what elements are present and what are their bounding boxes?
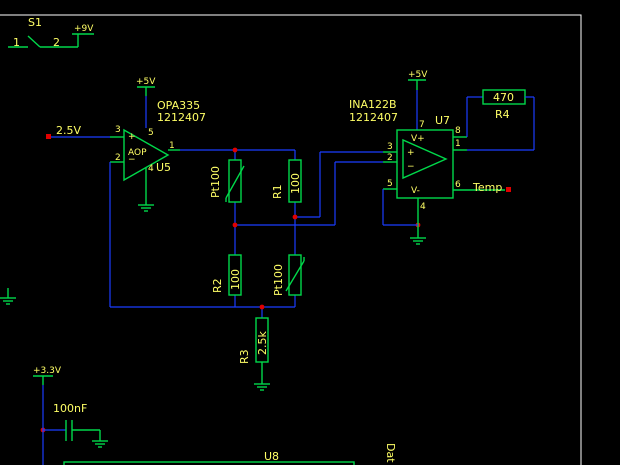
u7-pin-4: 4	[420, 202, 426, 212]
r3-value: 2.5k	[256, 331, 269, 355]
u5-pin-4: 4	[148, 164, 154, 174]
u5-pin-3: 3	[115, 125, 121, 135]
temp-port-marker	[506, 187, 511, 192]
in-amp-u7[interactable]: +5V + − V+ V- INA122B 1212407 U7 7 8 1 3…	[349, 70, 505, 245]
resistor-r1[interactable]: R1 100	[271, 159, 302, 203]
switch-supply-label: +9V	[74, 24, 94, 34]
u7-minus-sign: −	[407, 162, 415, 172]
resistor-r3[interactable]: R3 2.5k	[238, 317, 270, 391]
u7-supply-label: +5V	[408, 70, 428, 80]
temp-output-label: Temp	[472, 181, 502, 194]
u7-pin-7: 7	[419, 120, 425, 130]
switch-pin2: 2	[53, 36, 60, 49]
u7-vminus: V-	[411, 186, 420, 196]
r3-ref: R3	[238, 349, 251, 364]
ic-u8[interactable]: U8	[63, 450, 355, 465]
u8-ref: U8	[264, 450, 279, 463]
u5-plus-sign: +	[128, 132, 136, 142]
r2-ref: R2	[211, 278, 224, 293]
left-ground-symbol	[0, 288, 16, 305]
u7-pin-8: 8	[455, 126, 461, 136]
r4-ref: R4	[495, 108, 510, 121]
input-port-marker	[46, 134, 51, 139]
u7-pin-2: 2	[387, 153, 393, 163]
sheet-frame	[0, 14, 582, 465]
u7-type: INA122B	[349, 98, 397, 111]
pt100-a-label: Pt100	[209, 166, 222, 198]
opamp-u5[interactable]: +5V + − AOP OPA335 1212407 U5 3 2 5 4 1	[110, 77, 206, 212]
r2-value: 100	[229, 269, 242, 290]
resistor-r2[interactable]: R2 100	[211, 254, 242, 296]
u7-pin-3: 3	[387, 142, 393, 152]
switch-s1[interactable]: S1 1 2 +9V	[8, 16, 94, 49]
cut-off-text: Dat	[384, 443, 397, 463]
power-33v-section[interactable]: +3.3V 100nF	[33, 366, 108, 465]
junction-dots	[40, 147, 421, 433]
u7-pin-1: 1	[455, 139, 461, 149]
u5-pin-2: 2	[115, 153, 121, 163]
resistor-pt100-a[interactable]: Pt100	[209, 159, 245, 203]
resistor-r4[interactable]: 470 R4	[466, 89, 535, 151]
bridge-wiring	[109, 149, 383, 318]
u7-pin-6: 6	[455, 180, 461, 190]
u5-ref: U5	[156, 161, 171, 174]
u5-body: AOP	[128, 148, 147, 158]
u5-minus-sign: −	[128, 155, 136, 165]
cap-value-label: 100nF	[53, 402, 87, 415]
u5-supply-label: +5V	[136, 77, 156, 87]
resistor-pt100-b[interactable]: Pt100	[272, 254, 305, 296]
r4-value: 470	[493, 91, 514, 104]
u7-vplus: V+	[411, 134, 425, 144]
pt100-b-label: Pt100	[272, 264, 285, 296]
r1-value: 100	[289, 173, 302, 194]
u5-code: 1212407	[157, 111, 206, 124]
u5-pin-5: 5	[148, 128, 154, 138]
switch-ref: S1	[28, 16, 42, 29]
u5-pin-1: 1	[169, 141, 175, 151]
input-2v5-label: 2.5V	[56, 124, 81, 137]
u7-ref: U7	[435, 114, 450, 127]
r1-ref: R1	[271, 184, 284, 199]
u7-pin-5: 5	[387, 179, 393, 189]
u7-code: 1212407	[349, 111, 398, 124]
u7-plus-sign: +	[407, 148, 415, 158]
switch-pin1: 1	[13, 36, 20, 49]
u5-type: OPA335	[157, 99, 200, 112]
supply-33v-label: +3.3V	[33, 366, 62, 376]
